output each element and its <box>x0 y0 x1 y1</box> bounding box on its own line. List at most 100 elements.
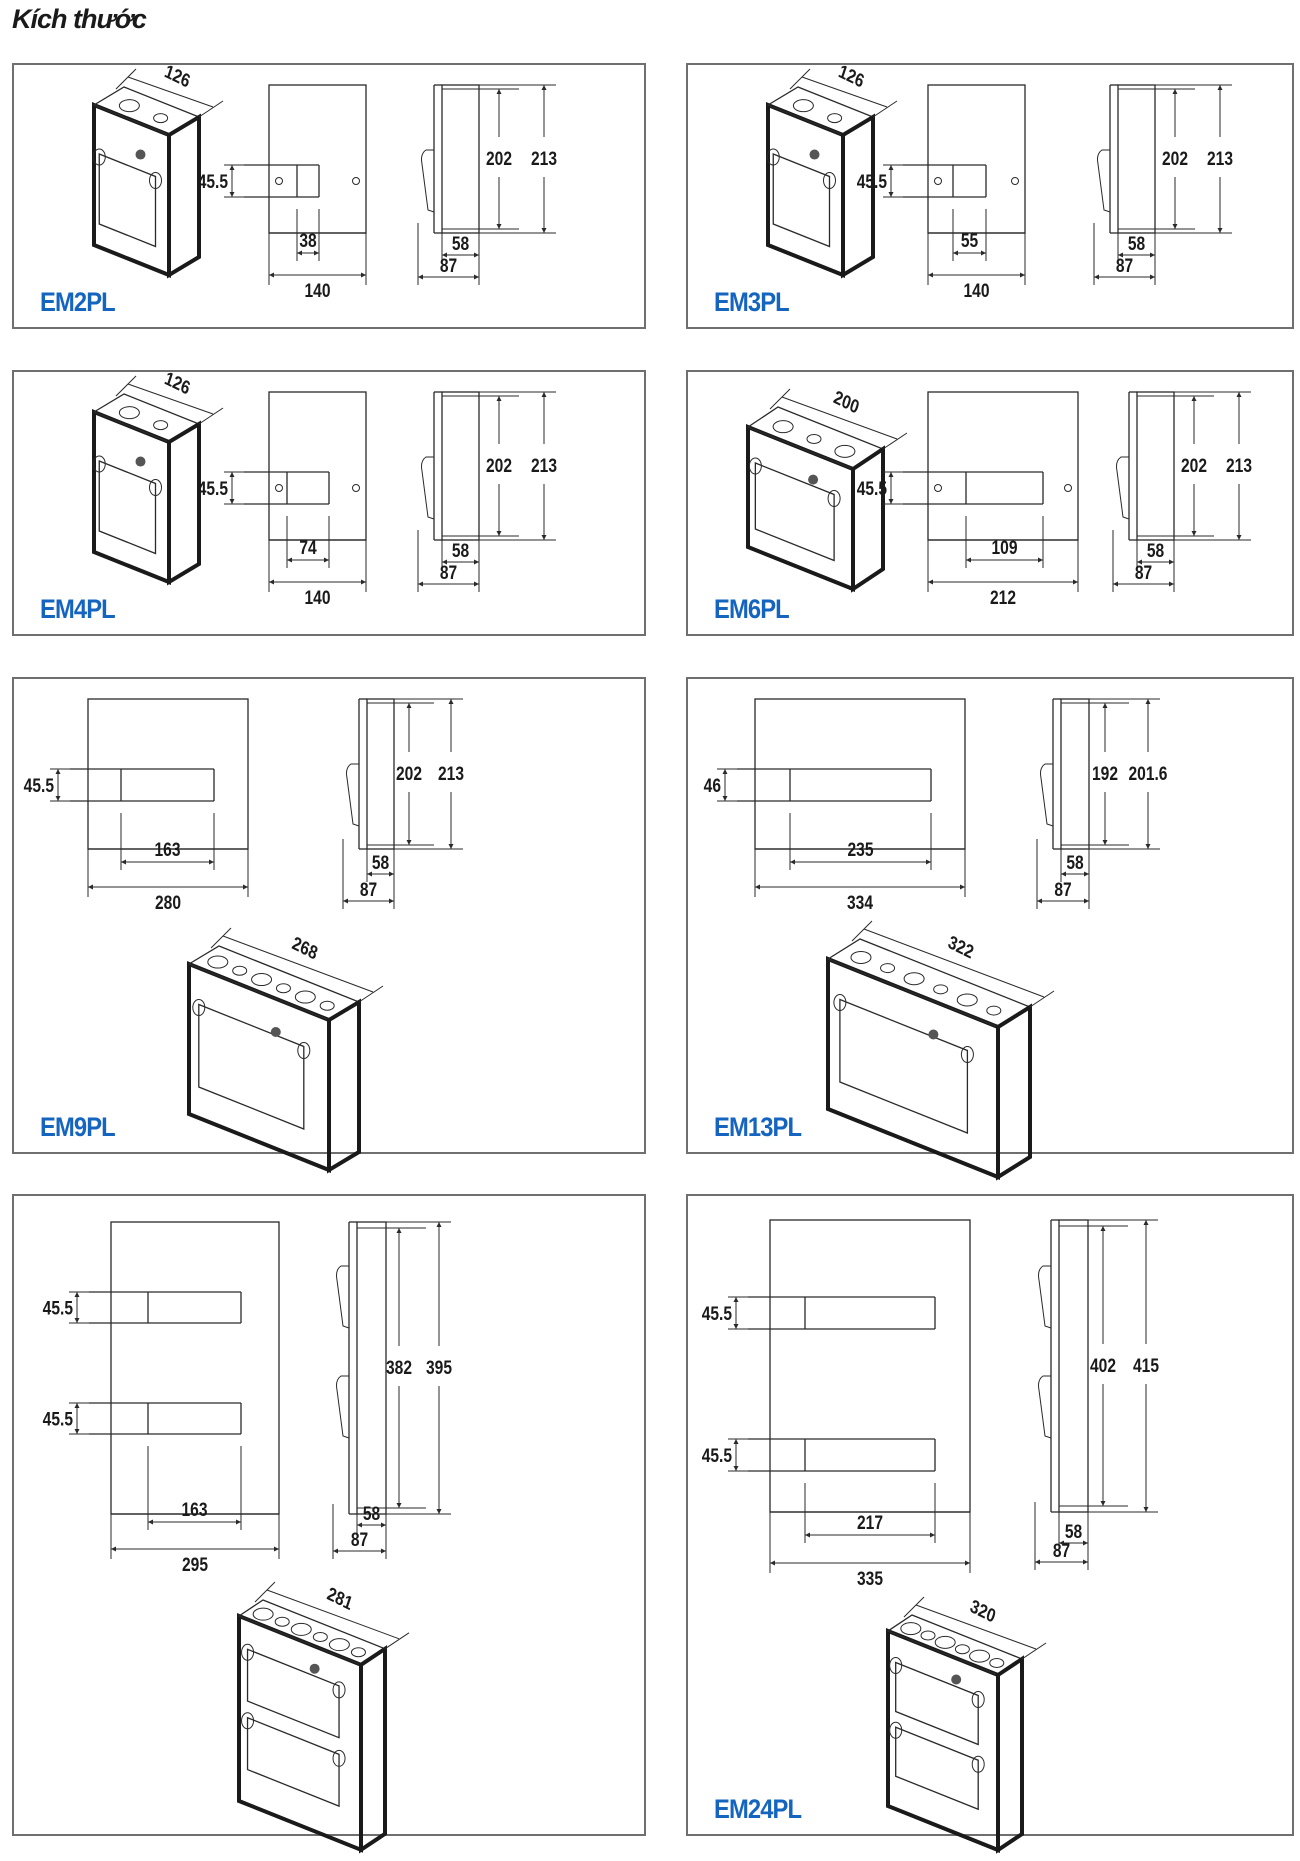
knockout-hole-icon <box>274 1616 290 1627</box>
arrow-head-icon <box>74 1318 80 1323</box>
overall-height-label: 213 <box>531 455 557 477</box>
latch-icon <box>332 1749 346 1767</box>
inner-depth-label: 58 <box>452 540 470 562</box>
arrow-head-icon <box>1172 89 1178 94</box>
enclosure-front-icon <box>237 1613 363 1853</box>
arrow-head-icon <box>381 1522 386 1528</box>
knockout-hole-icon <box>252 1607 274 1621</box>
arrow-head-icon <box>229 192 235 197</box>
arrow-head-icon <box>1145 844 1151 849</box>
enclosure-top-icon <box>187 945 361 1021</box>
arrow-head-icon <box>1236 535 1242 540</box>
rail-width-label: 235 <box>848 839 874 861</box>
arrow-head-icon <box>928 272 933 278</box>
arrow-head-icon <box>733 1439 739 1444</box>
arrow-head-icon <box>1100 1501 1106 1506</box>
arrow-head-icon <box>722 796 728 801</box>
dimension-line <box>863 928 1045 998</box>
model-label: EM13PL <box>714 1112 802 1142</box>
arrow-head-icon <box>1102 840 1108 845</box>
depth-label: 126 <box>162 367 193 399</box>
arrow-head-icon <box>960 884 965 890</box>
arrow-head-icon <box>496 531 502 536</box>
latch-icon <box>971 1691 985 1708</box>
knockout-hole-icon <box>850 950 872 964</box>
arrow-head-icon <box>333 1548 338 1554</box>
arrow-head-icon <box>436 1222 442 1227</box>
arrow-head-icon <box>436 1509 442 1514</box>
mounting-hole-icon <box>1011 177 1019 185</box>
knockout-hole-icon <box>251 973 273 987</box>
arrow-head-icon <box>1137 559 1142 565</box>
inner-depth-label: 58 <box>363 1503 381 1525</box>
arrow-head-icon <box>1143 1220 1149 1225</box>
front-view-outline <box>268 391 367 541</box>
arrow-head-icon <box>367 871 372 877</box>
mounting-hole-icon <box>275 484 283 492</box>
knockout-hole-icon <box>328 1638 350 1652</box>
arrow-head-icon <box>74 1403 80 1408</box>
inner-depth-label: 58 <box>1128 233 1146 255</box>
arrow-head-icon <box>888 499 894 504</box>
model-label: EM24PL <box>714 1794 802 1824</box>
extension-line <box>903 1596 925 1618</box>
arrow-head-icon <box>928 579 933 585</box>
knockout-hole-icon <box>792 99 814 113</box>
arrow-head-icon <box>418 581 423 587</box>
extension-line <box>358 985 384 1003</box>
knockout-hole-icon <box>207 955 229 969</box>
rail-width-label: 217 <box>857 1512 883 1534</box>
arrow-head-icon <box>1083 1540 1088 1546</box>
arrow-head-icon <box>209 859 214 865</box>
arrow-head-icon <box>229 165 235 170</box>
arrow-head-icon <box>324 557 329 563</box>
arrow-head-icon <box>357 1522 362 1528</box>
hinge-icon <box>92 148 106 166</box>
inner-height-label: 202 <box>1181 455 1207 477</box>
overall-height-label: 213 <box>1207 148 1233 170</box>
arrow-head-icon <box>243 884 248 890</box>
overall-depth-label: 87 <box>351 1529 368 1551</box>
arrow-head-icon <box>790 859 795 865</box>
arrow-head-icon <box>1169 559 1174 565</box>
side-body <box>1136 391 1175 541</box>
brand-logo-icon <box>951 1674 962 1685</box>
arrow-head-icon <box>1100 1226 1106 1231</box>
door-handle-icon <box>336 1265 350 1329</box>
depth-label: 322 <box>946 931 977 963</box>
arrow-head-icon <box>1113 581 1118 587</box>
extension-line <box>115 68 137 90</box>
enclosure-top-icon <box>746 406 885 470</box>
arrow-head-icon <box>474 559 479 565</box>
dimension-line <box>781 396 898 440</box>
extension-line <box>210 927 232 949</box>
latch-icon <box>827 490 841 507</box>
mounting-hole-icon <box>934 177 942 185</box>
inner-height-label: 202 <box>396 763 422 785</box>
door-handle-icon <box>421 456 435 520</box>
arrow-head-icon <box>314 250 319 256</box>
extension-line <box>198 407 224 425</box>
extension-line <box>198 100 224 118</box>
enclosure-front-icon <box>746 424 855 592</box>
arrow-head-icon <box>496 224 502 229</box>
door-handle-icon <box>1040 763 1054 827</box>
arrow-head-icon <box>755 884 760 890</box>
arrow-head-icon <box>1061 871 1066 877</box>
mounting-hole-icon <box>934 484 942 492</box>
rail-width-label: 74 <box>299 537 317 559</box>
hinge-icon <box>833 994 847 1011</box>
arrow-head-icon <box>1118 252 1123 258</box>
arrow-head-icon <box>888 472 894 477</box>
arrow-head-icon <box>74 1429 80 1434</box>
arrow-head-icon <box>406 840 412 845</box>
arrow-head-icon <box>1191 396 1197 401</box>
knockout-hole-icon <box>989 1657 1005 1668</box>
depth-label: 126 <box>162 60 193 92</box>
rail-width-label: 163 <box>155 839 181 861</box>
front-view-outline <box>87 698 249 850</box>
